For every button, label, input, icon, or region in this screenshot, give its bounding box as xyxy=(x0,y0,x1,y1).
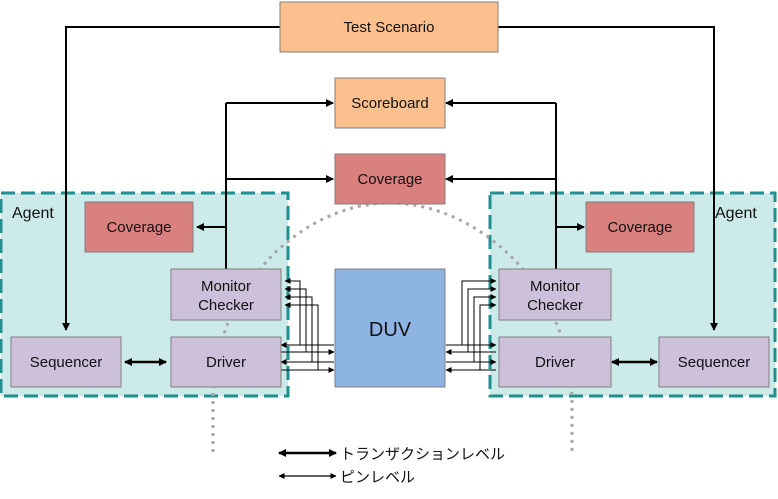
coverage-left-label: Coverage xyxy=(106,219,171,236)
scoreboard-label: Scoreboard xyxy=(351,95,429,112)
agent-right-label: Agent xyxy=(715,205,757,222)
agent-left-label: Agent xyxy=(12,205,54,222)
scoreboard-box: Scoreboard xyxy=(334,77,446,129)
driver-right-box: Driver xyxy=(498,336,612,388)
test-scenario-label: Test Scenario xyxy=(344,19,435,36)
test-scenario-links xyxy=(62,26,718,331)
driver-right-label: Driver xyxy=(535,354,575,371)
sequencer-left-label: Sequencer xyxy=(30,354,103,371)
monitor-right-line2: Checker xyxy=(527,297,583,314)
coverage-center-box: Coverage xyxy=(334,153,446,205)
monitor-checker-left-box: Monitor Checker xyxy=(170,268,282,321)
coverage-center-label: Coverage xyxy=(357,171,422,188)
sequencer-left-box: Sequencer xyxy=(10,336,122,388)
coverage-right-box: Coverage xyxy=(585,201,695,253)
legend-transaction-label: トランザクションレベル xyxy=(340,446,505,463)
driver-left-label: Driver xyxy=(206,354,246,371)
coverage-left-box: Coverage xyxy=(84,201,194,253)
coverage-right-label: Coverage xyxy=(607,219,672,236)
sequencer-right-box: Sequencer xyxy=(658,336,770,388)
pin-wires-right xyxy=(445,278,497,373)
test-scenario-box: Test Scenario xyxy=(279,1,499,53)
pin-wires-left xyxy=(280,278,335,373)
sequencer-right-label: Sequencer xyxy=(678,354,751,371)
monitor-links xyxy=(196,99,585,269)
legend: トランザクションレベル ピンレベル xyxy=(278,446,505,486)
monitor-checker-right-box: Monitor Checker xyxy=(498,268,612,321)
driver-left-box: Driver xyxy=(170,336,282,388)
monitor-left-line2: Checker xyxy=(198,297,254,314)
duv-label: DUV xyxy=(369,319,412,341)
monitor-left-line1: Monitor xyxy=(201,278,251,295)
monitor-right-line1: Monitor xyxy=(530,278,580,295)
legend-pin-label: ピンレベル xyxy=(340,469,415,486)
duv-box: DUV xyxy=(334,268,446,388)
